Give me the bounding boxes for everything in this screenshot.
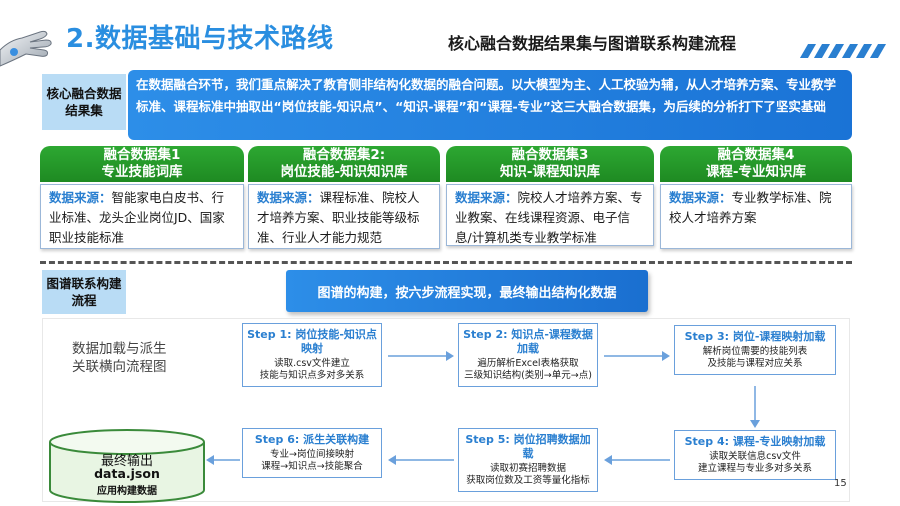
step-title: Step 2: 知识点-课程数据加载 — [463, 328, 593, 355]
arrow-right-icon — [604, 351, 670, 361]
dataset-card-3-body: 数据来源：院校人才培养方案、专业教案、在线课程资源、电子信息/计算机类专业教学标… — [446, 184, 654, 246]
intro-text-box: 在数据融合环节，我们重点解决了教育侧非结构化数据的融合问题。以大模型为主、人工校… — [128, 70, 852, 140]
slide-subtitle: 核心融合数据结果集与图谱联系构建流程 — [448, 34, 737, 53]
step-desc: 遍历解析Excel表格获取 — [477, 358, 579, 369]
step-desc: 读取关联信息csv文件 — [709, 451, 801, 462]
dataset-card-title: 融合数据集3 — [511, 147, 589, 163]
output-description: 应用构建数据 — [97, 486, 157, 497]
slide-title: 2.数据基础与技术路线 — [66, 24, 334, 54]
step-title: Step 5: 岗位招聘数据加载 — [465, 433, 591, 460]
dataset-card-1-body: 数据来源：智能家电白皮书、行业标准、龙头企业岗位JD、国家职业技能标准 — [40, 184, 244, 249]
step-desc: 及技能与课程对应关系 — [707, 358, 803, 369]
arrow-left-icon — [206, 455, 240, 465]
page-number: 15 — [834, 478, 847, 489]
step-desc: 解析岗位需要的技能列表 — [702, 346, 808, 357]
step-desc: 三级知识结构(类别→单元→点) — [464, 370, 592, 381]
arrow-left-icon — [604, 455, 670, 465]
source-text: 专业教学标准、院校人才培养方案 — [669, 190, 832, 225]
arrow-right-icon — [388, 351, 454, 361]
dataset-card-subtitle: 课程-专业知识库 — [705, 164, 807, 180]
flow-caption: 数据加载与派生 关联横向流程图 — [72, 340, 167, 376]
dataset-card-4-header: 融合数据集4 课程-专业知识库 — [660, 146, 852, 182]
step-title: Step 6: 派生关联构建 — [254, 433, 370, 446]
step-title: Step 4: 课程-专业映射加载 — [684, 435, 826, 448]
flow-caption-line: 数据加载与派生 — [72, 341, 167, 357]
step-2-box: Step 2: 知识点-课程数据加载 遍历解析Excel表格获取 三级知识结构(… — [458, 323, 598, 387]
step-5-box: Step 5: 岗位招聘数据加载 读取初赛招聘数据 获取岗位数及工资等量化指标 — [458, 428, 598, 492]
dataset-card-subtitle: 岗位技能-知识知识库 — [280, 164, 408, 180]
step-desc: 技能与知识点多对多关系 — [259, 370, 365, 381]
step-title: Step 3: 岗位-课程映射加载 — [684, 330, 826, 343]
step-desc: 读取.csv文件建立 — [274, 358, 350, 369]
source-text: 院校人才培养方案、专业教案、在线课程资源、电子信息/计算机类专业教学标准 — [455, 190, 643, 245]
step-3-box: Step 3: 岗位-课程映射加载 解析岗位需要的技能列表 及技能与课程对应关系 — [674, 325, 836, 375]
dataset-card-3-header: 融合数据集3 知识-课程知识库 — [446, 146, 654, 182]
step-desc: 读取初赛招聘数据 — [489, 463, 566, 474]
source-label: 数据来源： — [669, 190, 732, 205]
dataset-card-subtitle: 专业技能词库 — [101, 164, 183, 180]
dataset-card-subtitle: 知识-课程知识库 — [499, 164, 601, 180]
step-desc: 获取岗位数及工资等量化指标 — [466, 475, 590, 486]
source-label: 数据来源： — [49, 190, 112, 205]
source-label: 数据来源： — [455, 190, 518, 205]
output-filename: data.json — [94, 466, 160, 481]
dataset-card-4-body: 数据来源：专业教学标准、院校人才培养方案 — [660, 184, 852, 249]
dataset-card-2-header: 融合数据集2: 岗位技能-知识知识库 — [248, 146, 440, 182]
step-1-box: Step 1: 岗位技能-知识点映射 读取.csv文件建立 技能与知识点多对多关… — [242, 323, 382, 387]
arrow-left-icon — [388, 455, 454, 465]
flow-banner: 图谱的构建，按六步流程实现，最终输出结构化数据 — [286, 270, 648, 312]
source-text: 课程标准、院校人才培养方案、职业技能等级标准、行业人才能力规范 — [257, 190, 420, 245]
dataset-card-1-header: 融合数据集1 专业技能词库 — [40, 146, 244, 182]
dataset-card-title: 融合数据集1 — [103, 147, 181, 163]
step-6-box: Step 6: 派生关联构建 专业→岗位间接映射 课程→知识点→技能聚合 — [242, 428, 382, 478]
step-desc: 课程→知识点→技能聚合 — [261, 461, 363, 472]
section-label-flow: 图谱联系构建流程 — [42, 270, 126, 314]
database-cylinder-icon — [49, 429, 205, 503]
source-label: 数据来源： — [257, 190, 320, 205]
step-desc: 建立课程与专业多对多关系 — [697, 463, 812, 474]
step-desc: 专业→岗位间接映射 — [270, 449, 354, 460]
dataset-card-title: 融合数据集4 — [717, 147, 795, 163]
decorative-stripes — [799, 44, 887, 58]
section-label-datasets: 核心融合数据结果集 — [42, 74, 126, 130]
source-text: 智能家电白皮书、行业标准、龙头企业岗位JD、国家职业技能标准 — [49, 190, 225, 245]
robot-hand-icon — [0, 30, 52, 67]
dataset-card-2-body: 数据来源：课程标准、院校人才培养方案、职业技能等级标准、行业人才能力规范 — [248, 184, 440, 249]
dataset-card-title: 融合数据集2: — [302, 147, 386, 163]
flow-caption-line: 关联横向流程图 — [72, 359, 167, 375]
step-title: Step 1: 岗位技能-知识点映射 — [247, 328, 377, 355]
output-label: 最终输出 — [100, 454, 153, 469]
arrow-down-icon — [750, 386, 760, 428]
step-4-box: Step 4: 课程-专业映射加载 读取关联信息csv文件 建立课程与专业多对多… — [674, 430, 836, 480]
section-divider — [40, 261, 852, 264]
